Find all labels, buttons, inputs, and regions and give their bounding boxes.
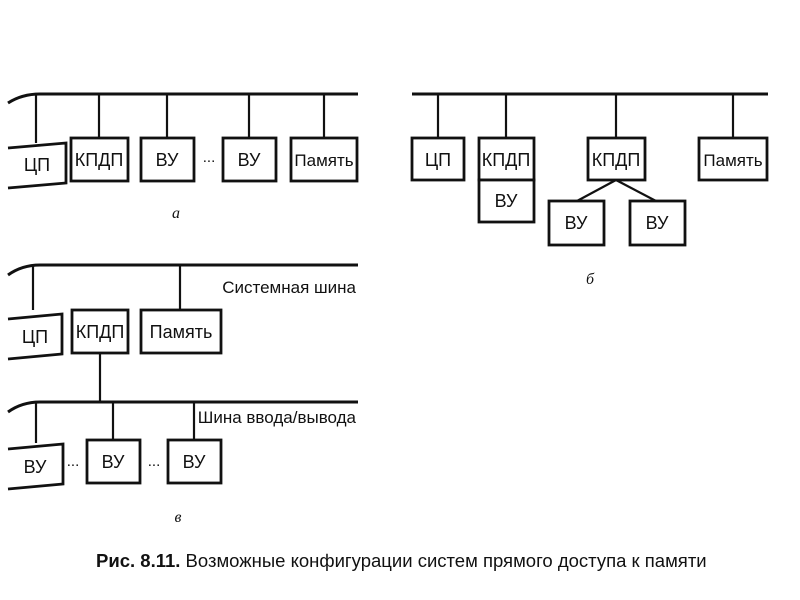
subfigure-letter-a: а xyxy=(172,205,180,222)
memory-box-b: Память xyxy=(697,136,769,182)
io-device-box-v2: ВУ xyxy=(85,438,142,485)
io-device-label-v2: ВУ xyxy=(102,452,125,472)
io-bus-label: Шина ввода/вывода xyxy=(198,408,357,427)
io-device-label-a1: ВУ xyxy=(156,150,179,170)
ellipsis-a: ... xyxy=(203,149,216,166)
io-device-box-v3: ВУ xyxy=(166,438,223,485)
system-bus xyxy=(7,263,358,277)
system-bus-label: Системная шина xyxy=(222,278,356,297)
io-bus xyxy=(7,400,358,414)
io-device-box-b1: ВУ xyxy=(477,178,536,224)
io-device-label-v3: ВУ xyxy=(183,452,206,472)
dma-controller-box-b2: КПДП xyxy=(586,136,647,182)
memory-label-b: Память xyxy=(703,151,762,170)
cpu-box-a: ЦП xyxy=(7,141,68,190)
io-device-box-b3: ВУ xyxy=(628,199,687,247)
memory-label-a: Память xyxy=(294,151,353,170)
io-device-label-a2: ВУ xyxy=(238,150,261,170)
dma-controller-label-a: КПДП xyxy=(75,150,124,170)
dma-controller-label-b2: КПДП xyxy=(592,150,641,170)
subfigure-letter-v: в xyxy=(175,509,182,526)
io-device-box-a1: ВУ xyxy=(139,136,196,183)
figure-caption: Рис. 8.11. Возможные конфигурации систем… xyxy=(96,550,707,572)
dma-controller-box-b1: КПДП xyxy=(477,136,536,182)
cpu-label-a: ЦП xyxy=(24,155,50,175)
dma-controller-box-v: КПДП xyxy=(70,308,130,355)
cpu-box-b: ЦП xyxy=(410,136,466,182)
io-device-label-v1: ВУ xyxy=(24,457,47,477)
dma-controller-label-b1: КПДП xyxy=(482,150,531,170)
cpu-box-v: ЦП xyxy=(7,312,64,361)
figure-caption-text: Возможные конфигурации систем прямого до… xyxy=(185,550,707,571)
io-device-label-b1: ВУ xyxy=(495,191,518,211)
config-a: ЦП КПДП ВУ ... ВУ Память а xyxy=(7,92,359,222)
dma-controller-label-v: КПДП xyxy=(76,322,125,342)
cpu-label-b: ЦП xyxy=(425,150,451,170)
memory-box-a: Память xyxy=(289,136,359,183)
io-device-box-v1: ВУ xyxy=(7,442,65,491)
config-b: ЦП КПДП ВУ КПДП ВУ ВУ Память б xyxy=(410,92,769,288)
dma-controller-box-a: КПДП xyxy=(69,136,130,183)
ellipsis-v2: ... xyxy=(148,453,161,470)
subfigure-letter-b: б xyxy=(586,271,595,288)
memory-label-v: Память xyxy=(150,322,213,342)
io-device-box-a2: ВУ xyxy=(221,136,278,183)
io-device-box-b2: ВУ xyxy=(547,199,606,247)
io-device-label-b2: ВУ xyxy=(565,213,588,233)
config-v: Системная шина ЦП КПДП Память Шина ввода… xyxy=(7,263,358,526)
cpu-label-v: ЦП xyxy=(22,327,48,347)
memory-box-v: Память xyxy=(139,308,223,355)
io-device-label-b3: ВУ xyxy=(646,213,669,233)
bus-a xyxy=(7,92,358,105)
ellipsis-v1: ... xyxy=(67,453,80,470)
figure-number: Рис. 8.11. xyxy=(96,550,181,571)
